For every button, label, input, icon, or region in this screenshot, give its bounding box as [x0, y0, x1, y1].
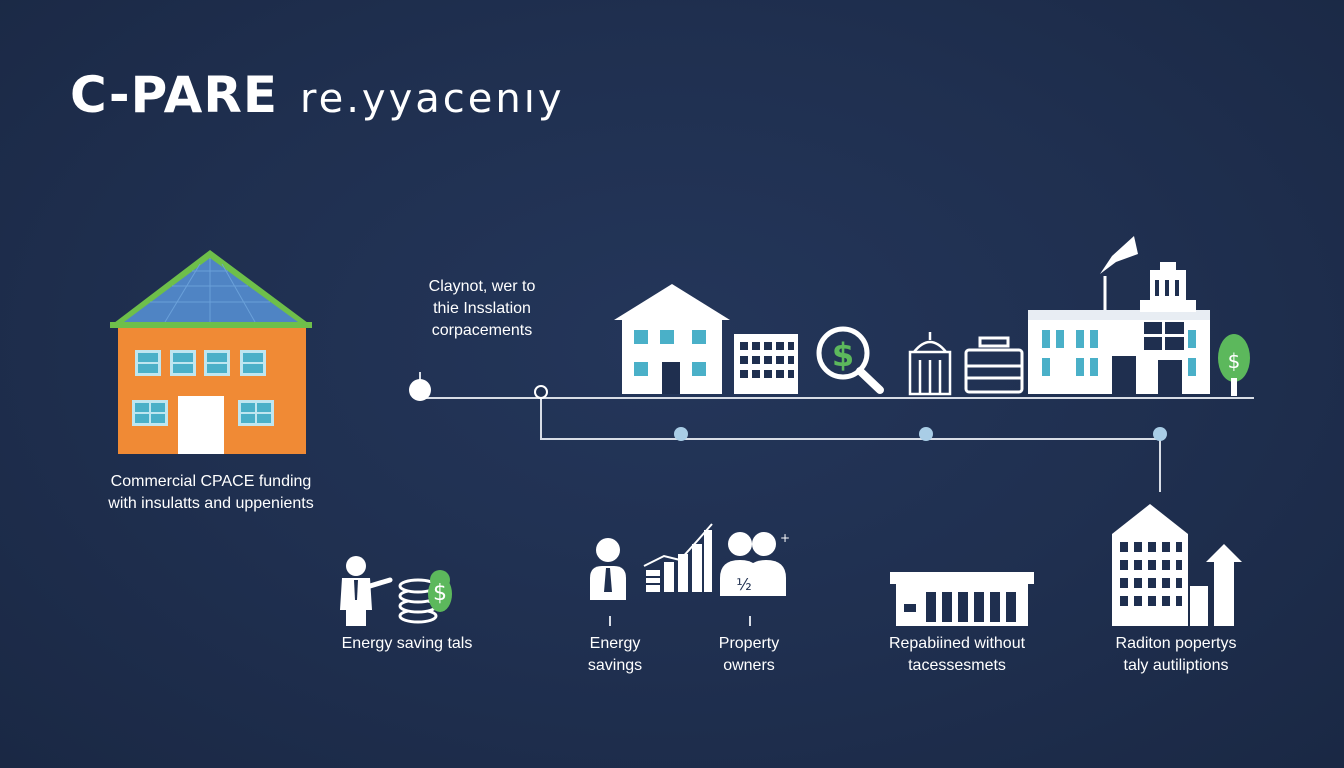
item-label-line: Property — [718, 635, 780, 652]
people-group-icon: ½ + — [720, 531, 790, 596]
skyscraper-icon — [1112, 504, 1188, 626]
timeline-nodes — [674, 427, 1167, 441]
top-note: Claynot, wer to thie Insslation corpacem… — [402, 276, 562, 342]
civic-building-icon — [908, 332, 952, 396]
flow-lines — [419, 372, 1254, 626]
item-label-line: tacessesmets — [908, 657, 1006, 674]
item-label-line: taly autiliptions — [1123, 657, 1229, 674]
presenter-icon — [340, 556, 393, 626]
branch-node — [534, 385, 548, 399]
growth-chart-icon — [643, 523, 713, 592]
bus-icon — [964, 336, 1024, 394]
dollar-magnifier-icon: $ — [816, 326, 884, 394]
title-main: C-PARE — [70, 66, 279, 124]
top-note-line: corpacements — [431, 322, 533, 339]
title-sub: re.yyacenıy — [300, 76, 565, 122]
house-caption-line: Commercial CPACE funding — [110, 473, 312, 490]
house-caption: Commercial CPACE funding with insulatts … — [82, 471, 340, 515]
svg-text:$: $ — [1228, 349, 1241, 373]
item-label-line: Raditon popertys — [1115, 635, 1237, 652]
item-energy-saving-tals: Energy saving tals — [322, 633, 492, 655]
page-title: C-PARE re.yyacenıy — [70, 66, 565, 124]
svg-text:$: $ — [433, 581, 447, 606]
item-repabiined: Repabiined without tacessesmets — [868, 633, 1046, 677]
svg-text:½: ½ — [736, 575, 752, 594]
item-label-line: Energy saving tals — [341, 635, 473, 652]
item-label-line: Energy — [589, 635, 641, 652]
item-label-line: Repabiined without — [888, 635, 1026, 652]
office-building-icon — [734, 334, 798, 394]
top-note-line: thie Insslation — [433, 300, 531, 317]
item-label-line: savings — [587, 657, 643, 674]
item-energy-savings: Energy savings — [560, 633, 670, 677]
start-node — [409, 379, 431, 401]
warehouse-icon — [890, 572, 1034, 626]
item-raditon: Raditon popertys taly autiliptions — [1092, 633, 1260, 677]
up-arrow-icon — [1190, 544, 1242, 626]
item-property-owners: Property owners — [694, 633, 804, 677]
money-bag-icon: $ — [428, 570, 452, 612]
house-caption-line: with insulatts and uppenients — [108, 495, 314, 512]
item-label-line: owners — [723, 657, 775, 674]
house-icon — [614, 284, 730, 394]
money-tree-icon: $ — [1218, 334, 1250, 396]
svg-text:$: $ — [832, 336, 854, 374]
person-icon — [590, 538, 626, 600]
factory-icon — [1028, 236, 1210, 394]
coin-stack-icon — [398, 578, 438, 624]
solar-roof-house-icon — [110, 250, 312, 454]
svg-text:+: + — [780, 531, 790, 545]
top-note-line: Claynot, wer to — [428, 278, 536, 295]
